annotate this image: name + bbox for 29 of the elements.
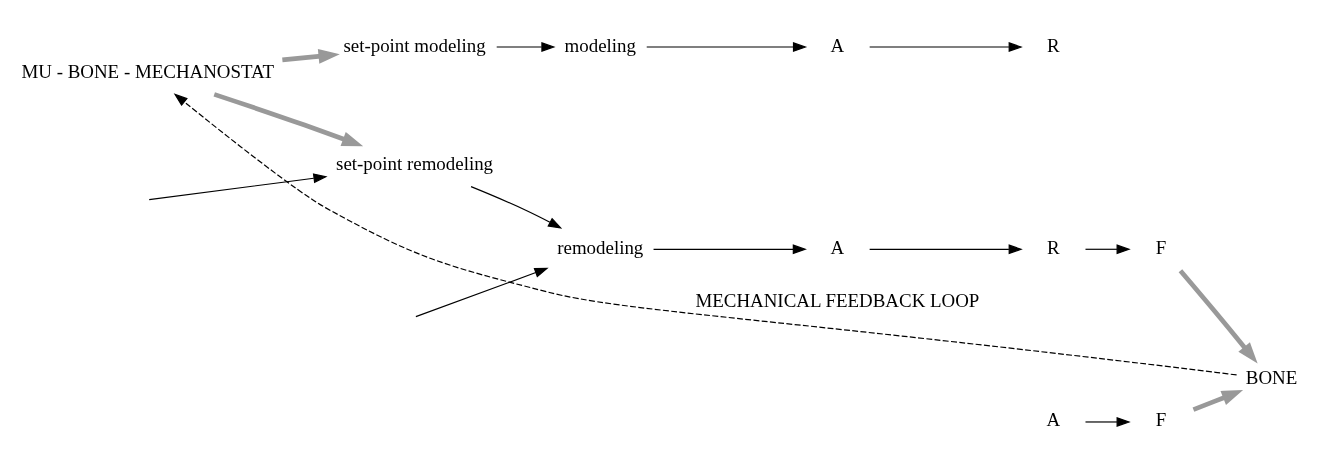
node-text: BONE	[1245, 366, 1298, 388]
node-text: F	[1155, 408, 1167, 430]
arrow	[470, 185, 563, 229]
node-text: set-point remodeling	[336, 152, 494, 174]
node-text: remodeling	[557, 236, 644, 258]
node-text: set-point modeling	[343, 34, 486, 56]
arrow	[415, 267, 549, 317]
arrow	[1178, 268, 1258, 364]
arrow	[148, 172, 328, 200]
arrow	[173, 92, 1238, 376]
arrow	[869, 243, 1023, 254]
node-text: F	[1155, 236, 1167, 258]
node-text: A	[830, 34, 845, 56]
arrow	[496, 41, 556, 52]
node-text: A	[1046, 408, 1061, 430]
arrow	[1084, 243, 1131, 254]
arrow	[1084, 416, 1131, 427]
arrow	[646, 41, 808, 52]
arrow	[1192, 389, 1244, 412]
arrow	[213, 91, 364, 146]
node-text: R	[1046, 236, 1060, 258]
edge-label: MECHANICAL FEEDBACK LOOP	[695, 289, 980, 311]
arrow	[869, 41, 1023, 52]
node-text: A	[830, 236, 845, 258]
node-text: modeling	[564, 34, 636, 56]
arrow	[652, 243, 807, 254]
node-text: MU - BONE - MECHANOSTAT	[21, 60, 275, 82]
arrow	[282, 48, 340, 64]
node-text: R	[1046, 34, 1060, 56]
